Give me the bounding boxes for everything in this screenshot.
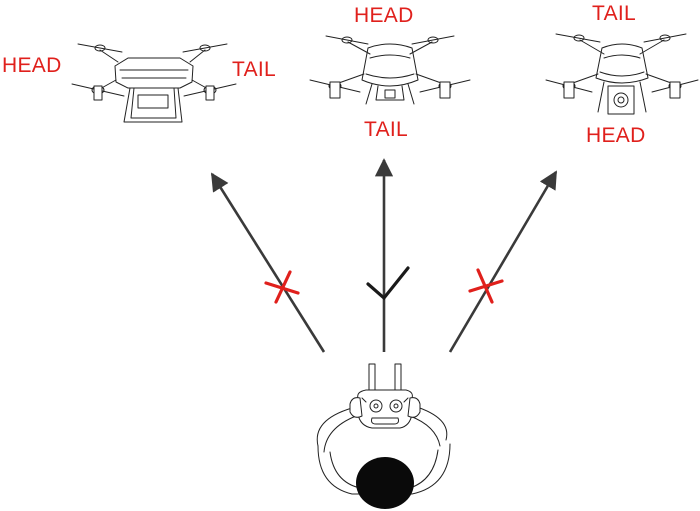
drone-left-head-label: HEAD (2, 54, 62, 77)
cross-icon (470, 270, 502, 302)
drone-right-tail-label: TAIL (592, 2, 636, 25)
pilot-head (356, 457, 414, 509)
pilot-with-controller-icon (317, 364, 450, 509)
check-icon (368, 268, 408, 298)
arrow-left (212, 174, 324, 352)
cross-icon (266, 272, 298, 302)
drone-center (310, 36, 470, 104)
arrow-right (450, 172, 556, 352)
drone-left (72, 44, 236, 122)
drone-left-tail-label: TAIL (232, 58, 276, 81)
drone-right (546, 34, 698, 114)
drone-right-head-label: HEAD (586, 124, 646, 147)
drone-center-tail-label: TAIL (364, 118, 408, 141)
drone-center-head-label: HEAD (354, 4, 414, 27)
